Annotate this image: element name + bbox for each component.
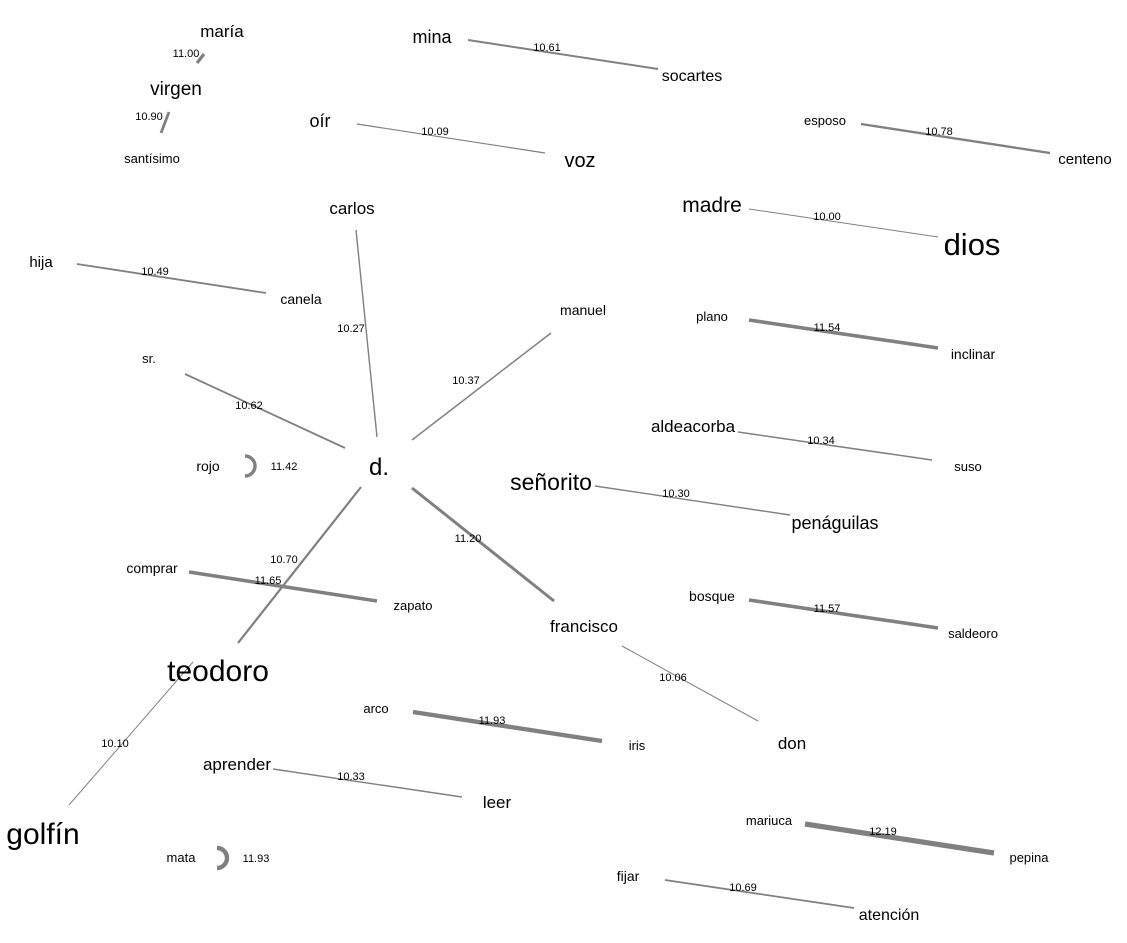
node-label-socartes: socartes xyxy=(662,68,722,85)
edge-weight-label-mariuca-pepina: 12.19 xyxy=(869,826,897,838)
node-label-oir: oír xyxy=(309,111,330,131)
node-label-santisimo: santísimo xyxy=(124,151,180,166)
edge-aprender-leer xyxy=(272,768,463,798)
edge-weight-label-maria-virgen: 11.00 xyxy=(173,48,200,60)
node-label-pepina: pepina xyxy=(1009,850,1049,865)
edge-weight-label-mata-mata: 11.93 xyxy=(243,853,270,865)
node-label-dios: dios xyxy=(944,227,1001,262)
node-label-mata: mata xyxy=(167,850,197,865)
edge-weight-label-rojo-rojo: 11.42 xyxy=(271,461,298,473)
node-label-mariuca: mariuca xyxy=(746,813,793,828)
edge-weight-label-sr-d: 10.62 xyxy=(235,400,263,412)
node-label-comprar: comprar xyxy=(126,560,178,576)
node-label-sr: sr. xyxy=(142,351,156,366)
edge-comprar-zapato xyxy=(188,570,378,603)
edge-manuel-d xyxy=(411,332,552,441)
edge-d-teodoro xyxy=(237,486,362,644)
node-label-voz: voz xyxy=(564,150,595,172)
node-label-canela: canela xyxy=(280,291,321,307)
edge-virgen-santisimo xyxy=(159,111,171,134)
nodes-layer: maría virgen santísimo mina socartes oír voz es… xyxy=(6,22,1111,924)
node-label-atencion: atención xyxy=(859,907,920,924)
node-label-zapato: zapato xyxy=(393,598,432,613)
edge-weight-label-carlos-d: 10.27 xyxy=(337,323,365,335)
edge-weight-label-francisco-don: 10.06 xyxy=(659,672,687,684)
edge-oir-voz xyxy=(356,123,546,154)
edge-weight-label-d-francisco: 11.20 xyxy=(455,533,482,545)
self-loop-edge-rojo xyxy=(244,454,257,478)
node-label-inclinar: inclinar xyxy=(951,346,996,362)
edge-labels-layer: 11.00 10.90 10.61 10.09 10.78 10.00 10.49 10.27… xyxy=(101,42,953,894)
edge-weight-label-mina-socartes: 10.61 xyxy=(533,42,561,54)
node-label-penaguilas: penáguilas xyxy=(791,513,878,533)
node-label-plano: plano xyxy=(696,309,728,324)
edge-teodoro-golfin xyxy=(68,661,194,806)
node-label-arco: arco xyxy=(363,701,388,716)
node-label-centeno: centeno xyxy=(1058,151,1111,168)
node-label-hija: hija xyxy=(29,254,53,271)
edge-mariuca-pepina xyxy=(804,821,995,856)
node-label-d: d. xyxy=(369,454,389,481)
edge-weight-label-manuel-d: 10.37 xyxy=(452,375,480,387)
edge-weight-label-bosque-saldeoro: 11.57 xyxy=(814,603,841,615)
edge-weight-label-esposo-centeno: 10.78 xyxy=(925,126,953,138)
node-label-carlos: carlos xyxy=(329,199,374,218)
edge-weight-label-arco-iris: 11.93 xyxy=(479,715,506,727)
edge-weight-label-senorito-penaguilas: 10.30 xyxy=(662,488,690,500)
edge-weight-label-oir-voz: 10.09 xyxy=(421,126,449,138)
node-label-virgen: virgen xyxy=(150,79,202,100)
node-label-madre: madre xyxy=(682,194,742,217)
node-label-rojo: rojo xyxy=(196,458,220,474)
edge-madre-dios xyxy=(748,208,939,238)
node-label-francisco: francisco xyxy=(550,617,618,636)
node-label-fijar: fijar xyxy=(617,868,640,884)
node-label-saldeoro: saldeoro xyxy=(948,626,998,641)
edge-weight-label-hija-canela: 10.49 xyxy=(141,266,169,278)
edge-hija-canela xyxy=(76,263,267,294)
edge-esposo-centeno xyxy=(860,122,1051,155)
edge-sr-d xyxy=(184,373,346,449)
edge-senorito-penaguilas xyxy=(594,485,791,516)
edge-francisco-don xyxy=(621,645,759,722)
edge-maria-virgen xyxy=(195,53,206,64)
node-label-suso: suso xyxy=(954,459,981,474)
edge-weight-label-teodoro-golfin: 10.10 xyxy=(101,738,129,750)
edge-weight-label-aprender-leer: 10.33 xyxy=(337,771,365,783)
edge-d-francisco xyxy=(411,486,555,603)
node-label-don: don xyxy=(778,734,806,753)
edge-bosque-saldeoro xyxy=(748,598,939,630)
node-label-maria: maría xyxy=(200,22,244,41)
edge-mina-socartes xyxy=(467,39,659,70)
node-label-bosque: bosque xyxy=(689,588,735,604)
node-label-aldeacorba: aldeacorba xyxy=(651,417,736,436)
edge-arco-iris xyxy=(412,709,603,744)
edge-weight-label-aldeacorba-suso: 10.34 xyxy=(807,435,835,447)
edge-fijar-atencion xyxy=(664,879,855,909)
edge-weight-label-virgen-santisimo: 10.90 xyxy=(135,111,163,123)
node-label-aprender: aprender xyxy=(203,755,271,774)
node-label-iris: iris xyxy=(629,738,646,753)
edge-weight-label-fijar-atencion: 10.69 xyxy=(729,882,757,894)
edge-weight-label-d-teodoro: 10.70 xyxy=(270,554,298,566)
node-label-golfin: golfín xyxy=(6,818,79,851)
edge-aldeacorba-suso xyxy=(737,431,933,461)
edge-weight-label-madre-dios: 10.00 xyxy=(813,211,841,223)
node-label-esposo: esposo xyxy=(804,113,846,128)
node-label-teodoro: teodoro xyxy=(167,655,269,688)
node-label-senorito: señorito xyxy=(510,469,592,495)
edge-carlos-d xyxy=(355,229,378,438)
node-label-mina: mina xyxy=(412,27,452,47)
edges-layer xyxy=(68,39,1051,909)
node-label-leer: leer xyxy=(483,793,512,812)
edge-weight-label-plano-inclinar: 11.54 xyxy=(814,322,841,334)
edge-weight-label-comprar-zapato: 11.65 xyxy=(255,575,282,587)
node-label-manuel: manuel xyxy=(560,302,606,318)
edge-plano-inclinar xyxy=(748,318,939,350)
self-loop-edge-mata xyxy=(216,845,230,871)
